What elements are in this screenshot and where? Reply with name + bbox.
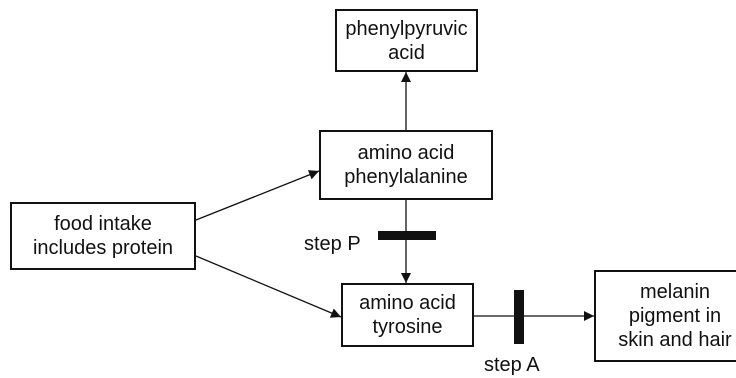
step-p-block-bar xyxy=(378,231,436,240)
node-food-intake-line-2: includes protein xyxy=(32,237,174,259)
arrow-food-to-tyrosine xyxy=(195,255,342,318)
node-melanin-line-3: skin and hair xyxy=(618,329,732,351)
node-phenylalanine: amino acid phenylalanine xyxy=(319,130,493,200)
node-phenylpyruvic-acid-line-2: acid xyxy=(388,41,425,64)
node-food-intake: food intake includes protein xyxy=(10,202,196,270)
step-a-block-bar xyxy=(514,290,524,344)
node-phenylpyruvic-acid-line-1: phenylpyruvic xyxy=(345,17,468,40)
step-p-label: step P xyxy=(304,233,361,255)
node-melanin: melanin pigment in skin and hair xyxy=(594,270,736,362)
arrow-food-to-phenylalanine xyxy=(195,170,320,221)
node-tyrosine-line-1: amino acid xyxy=(359,292,456,314)
step-a-label: step A xyxy=(484,354,540,376)
node-melanin-line-1: melanin xyxy=(639,281,711,303)
node-food-intake-line-1: food intake xyxy=(54,213,152,235)
node-tyrosine-line-2: tyrosine xyxy=(372,316,443,338)
node-phenylalanine-line-1: amino acid xyxy=(357,142,455,164)
node-melanin-line-2: pigment in xyxy=(628,305,722,327)
node-tyrosine: amino acid tyrosine xyxy=(341,283,474,347)
node-phenylalanine-line-2: phenylalanine xyxy=(344,166,468,188)
node-phenylpyruvic-acid: phenylpyruvic acid xyxy=(335,9,478,72)
